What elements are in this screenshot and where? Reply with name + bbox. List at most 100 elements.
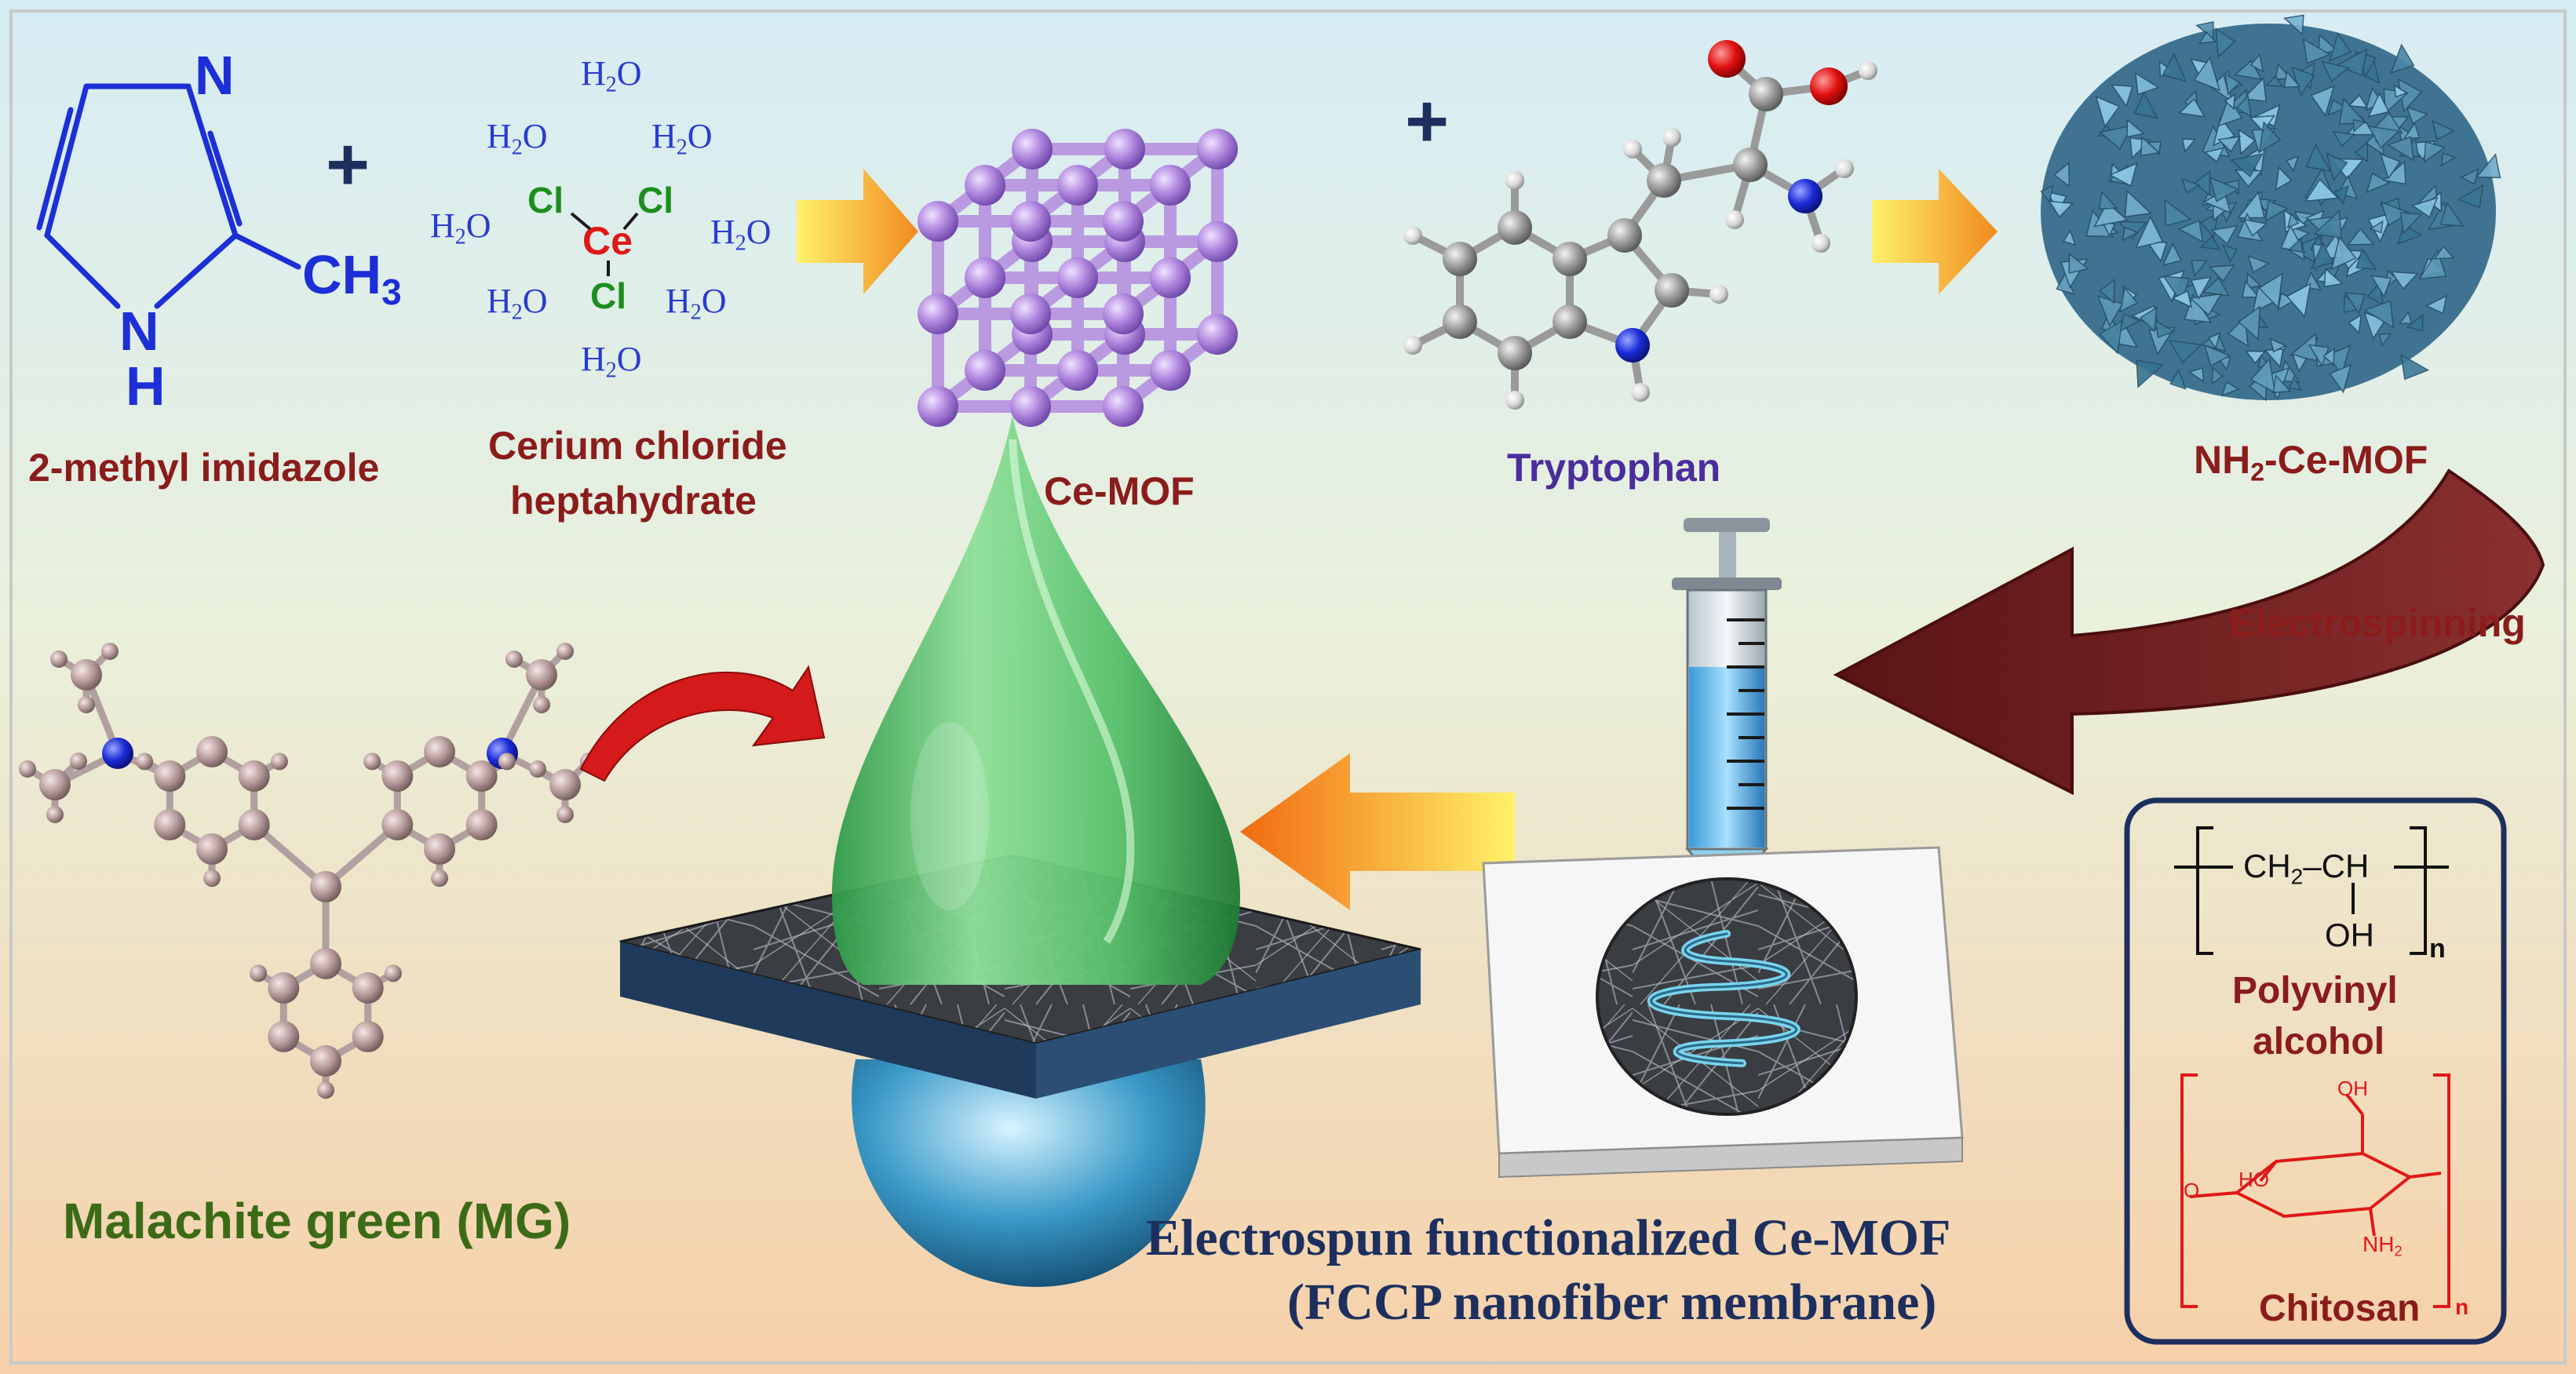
nh2-prefix: NH <box>2194 438 2251 482</box>
tryptophan-atom <box>1498 210 1532 245</box>
flower-petal <box>2249 358 2276 395</box>
flower-petal <box>2406 314 2424 332</box>
flower-petal <box>2398 310 2413 325</box>
nh2-suffix: -Ce-MOF <box>2264 438 2428 482</box>
flower-petal <box>2380 201 2411 227</box>
mg-atom <box>549 769 581 800</box>
mg-atom <box>310 948 341 979</box>
flower-petal <box>2224 72 2241 96</box>
flower-petal <box>2048 200 2074 218</box>
mg-atom <box>381 809 414 840</box>
flower-petal <box>2093 202 2129 228</box>
flower-petal <box>2241 280 2260 298</box>
flower-petal <box>2475 153 2501 179</box>
flower-petal <box>2352 118 2366 133</box>
flower-petal <box>2400 353 2430 381</box>
flower-petal <box>2171 290 2193 308</box>
flower-petal <box>2386 136 2415 162</box>
water-molecule: H2O <box>487 117 548 160</box>
mof-node <box>918 293 958 334</box>
cl-left: Cl <box>527 180 564 220</box>
flower-petal <box>2457 184 2484 209</box>
mg-atom <box>136 753 154 771</box>
mof-node <box>1012 129 1053 169</box>
flower-petal <box>2111 84 2133 108</box>
flower-petal <box>2326 151 2348 182</box>
flower-petal <box>2168 339 2203 364</box>
label-cerium-chloride-line1: Cerium chloride <box>488 424 787 468</box>
flower-petal <box>2283 71 2301 89</box>
flower-petal <box>2199 235 2221 250</box>
flower-petal <box>2190 276 2213 301</box>
chitosan-ho: HO <box>2238 1168 2269 1191</box>
pva-oh: OH <box>2325 917 2374 953</box>
water-molecule: H2O <box>666 282 727 325</box>
mg-atom <box>556 643 574 660</box>
flower-petal <box>2203 344 2231 367</box>
mg-to-droplet-arrow <box>579 665 826 782</box>
cl-right: Cl <box>637 180 673 220</box>
label-cerium-chloride-line2: heptahydrate <box>510 479 757 523</box>
mg-atom <box>381 760 414 792</box>
mg-atom <box>268 1021 300 1052</box>
flower-petal <box>2286 212 2300 229</box>
flower-petal <box>2155 319 2176 339</box>
mof-node <box>1103 386 1144 427</box>
mg-atom <box>498 753 516 771</box>
flower-petal <box>2329 363 2352 394</box>
ce-mof-lattice <box>918 129 1238 427</box>
flower-petal <box>2235 94 2253 118</box>
flower-petal <box>2210 224 2238 245</box>
water-molecule: H2O <box>487 282 548 325</box>
flower-petal <box>2136 359 2165 388</box>
imidazole-structure <box>36 83 301 309</box>
mof-node <box>1010 386 1051 427</box>
flower-petal <box>2119 312 2141 332</box>
mg-atom <box>70 753 87 770</box>
mg-atom <box>526 659 557 691</box>
flower-petal <box>2265 75 2284 88</box>
tryptophan-atom <box>1443 242 1477 276</box>
arrow-to-nh2-ce-mof <box>1872 169 1998 294</box>
tryptophan-atom <box>1810 67 1848 105</box>
flower-petal <box>2211 366 2224 385</box>
flower-petal <box>2224 93 2236 111</box>
flower-petal <box>2234 60 2263 81</box>
flower-petal <box>2344 292 2366 315</box>
mof-node <box>1197 221 1238 262</box>
flower-petal <box>2378 333 2392 348</box>
flower-petal <box>2249 115 2275 133</box>
mof-node <box>1150 350 1191 391</box>
flower-petal <box>2367 126 2401 149</box>
flower-petal <box>2302 38 2332 64</box>
flower-petal <box>2310 85 2335 118</box>
flower-petal <box>2249 53 2264 73</box>
mof-node <box>1057 165 1098 206</box>
flower-petal <box>2164 199 2192 227</box>
flower-petal <box>2269 337 2287 353</box>
flower-petal <box>2286 282 2311 318</box>
flower-petal <box>2229 153 2264 178</box>
tryptophan-atom <box>1662 128 1681 147</box>
flower-petal <box>2333 185 2350 206</box>
label-chitosan: Chitosan <box>2259 1288 2421 1329</box>
flower-petal <box>2423 140 2446 163</box>
water-molecule: H2O <box>581 54 642 97</box>
mg-atom <box>19 760 36 778</box>
flower-petal <box>2118 286 2139 313</box>
tryptophan-atom <box>1607 218 1642 253</box>
flower-petal <box>2215 27 2236 58</box>
mg-atom <box>317 1081 334 1099</box>
tryptophan-atom <box>1647 163 1681 198</box>
mof-node <box>1010 201 1051 242</box>
flower-petal <box>2242 218 2268 237</box>
flower-petal <box>2140 136 2161 157</box>
flower-petal <box>2286 155 2300 173</box>
flower-petal <box>2258 121 2282 154</box>
mof-node <box>918 201 958 242</box>
flower-petal <box>2217 136 2242 153</box>
flower-petal <box>2332 130 2356 148</box>
pva-formula: CH2–CH <box>2243 847 2369 889</box>
tryptophan-atom <box>1403 226 1422 245</box>
